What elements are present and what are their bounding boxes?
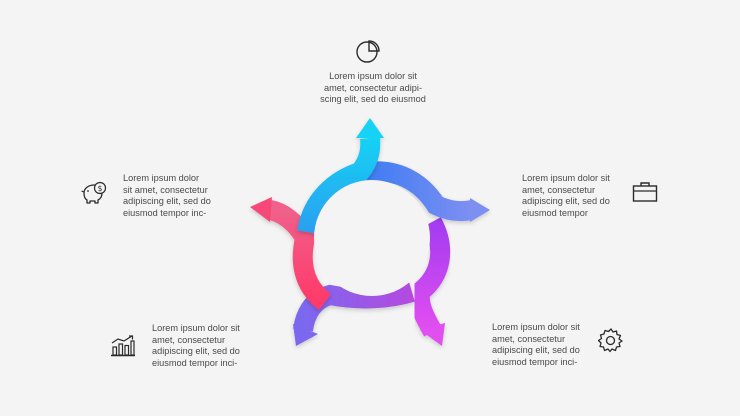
top-item-text: Lorem ipsum dolor sit amet, consectetur … [320,71,426,105]
arrow-top [297,118,384,235]
bottom-left-item-text: Lorem ipsum dolor sit amet, consectetur … [152,323,240,368]
gear-icon [598,327,624,353]
right-item-text: Lorem ipsum dolor sit amet, consectetur … [522,173,610,218]
pie-chart-icon [355,38,381,64]
bottom-right-item-text: Lorem ipsum dolor sit amet, consectetur … [492,322,580,367]
arrow-right [363,161,490,222]
cycle-center [314,180,430,296]
piggy-bank-icon: $ [80,181,108,207]
arrow-left [250,197,332,311]
growth-chart-icon [110,335,136,357]
left-item-text: Lorem ipsum dolor sit amet, consectetur … [123,173,211,218]
arrow-bottom-right [409,217,451,346]
svg-text:$: $ [98,184,103,193]
briefcase-icon [632,181,658,203]
